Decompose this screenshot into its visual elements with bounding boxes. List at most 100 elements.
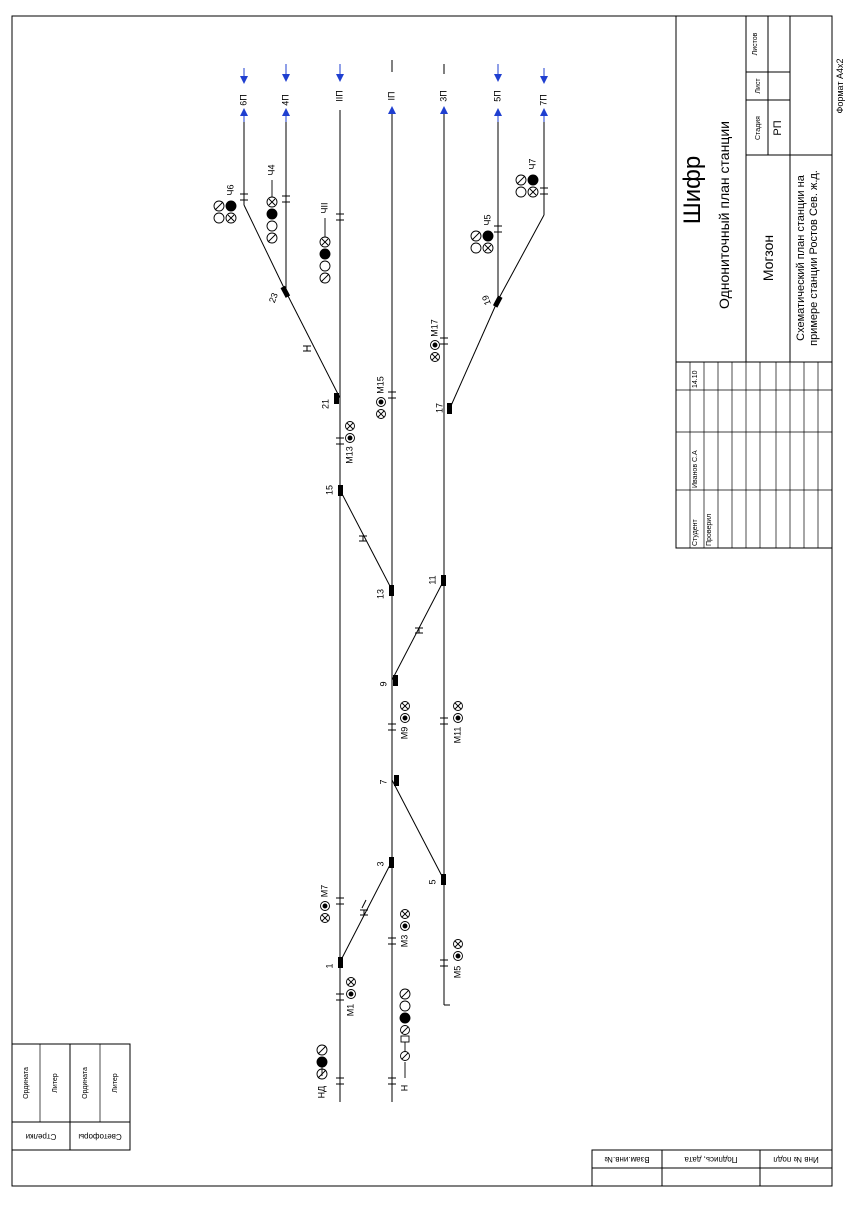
diverge-21-23: [285, 291, 341, 399]
legend-liter-1: Литер: [52, 1073, 59, 1093]
signal-ND-icon: [316, 1044, 328, 1080]
switch-7-label: 7: [378, 779, 388, 784]
legend-ordinate-1: Ордината: [23, 1067, 30, 1099]
signal-M15-icon: [376, 397, 386, 419]
switch-23-label: 23: [267, 291, 280, 304]
signal-M3-icon: [400, 909, 410, 931]
legend-liter-2: Литер: [112, 1073, 119, 1093]
legend-table: Ордината Литер Ордината Литер Стрелки Св…: [11, 1043, 131, 1151]
switch-7-marker: [394, 775, 399, 786]
side-stamp: Инв № подл Подпись, дата Взам.инв.№: [591, 1149, 833, 1187]
stage-value: РП: [772, 120, 784, 135]
signal-M17-icon: [430, 340, 440, 362]
crossover-9-11: [391, 579, 445, 681]
switch-21-marker: [334, 393, 339, 404]
signal-label-N: Н: [399, 1085, 409, 1092]
signal-label-M7: М7: [319, 885, 329, 898]
title-block: Шифр Однониточный план станции Могзон Сх…: [675, 15, 845, 549]
date-value: 14.10: [692, 370, 699, 388]
signal-labels: НД Н М1 М3 М5 М7 М9 М11 М13 М15 М17 ЧII …: [225, 158, 537, 1098]
checked-label: Проверил: [706, 514, 713, 546]
switch-23-marker: [280, 285, 291, 298]
signal-M13-icon: [345, 421, 355, 443]
switch-17-marker: [447, 403, 452, 414]
legend-signals: Светофоры: [78, 1132, 122, 1141]
signal-label-CH7: Ч7: [527, 158, 537, 169]
track-label-7: 7П: [538, 94, 548, 105]
signal-label-CH6: Ч6: [225, 184, 235, 195]
signal-label-ND: НД: [316, 1086, 326, 1099]
diverge-23-6: [243, 204, 287, 293]
cipher-label: Шифр: [679, 156, 706, 225]
switch-9-label: 9: [378, 681, 388, 686]
switch-13-marker: [389, 585, 394, 596]
plan-title: Однониточный план станции: [716, 121, 732, 309]
crossover-7-5: [391, 779, 445, 881]
stage-label: Стадия: [755, 116, 762, 140]
switch-19-label: 19: [480, 294, 493, 307]
switch-11-label: 11: [427, 575, 437, 584]
signal-CH6-icon: [213, 200, 237, 224]
signal-CH5-icon: [470, 230, 494, 254]
signals: [213, 174, 539, 1080]
sheet-frame: [11, 15, 833, 1187]
sheets-label: Листов: [752, 32, 759, 55]
signal-label-M17: М17: [429, 319, 439, 337]
format-label: Формат А4х2: [835, 59, 845, 114]
switch-17-label: 17: [434, 403, 444, 413]
signal-CH2-icon: [319, 218, 331, 284]
switch-markers: [280, 285, 503, 968]
switch-3-label: 3: [375, 861, 385, 866]
description-line2: примере станции Ростов Сев. ж.д.: [808, 170, 820, 346]
track-labels: 6П 4П IIП IП 3П 5П 7П: [238, 90, 548, 105]
switch-1-label: 1: [324, 963, 334, 968]
direction-arrows: [240, 64, 548, 122]
inv-original-label: Инв № подл: [773, 1155, 819, 1164]
diverge-17-19: [449, 299, 499, 409]
legend-ordinate-2: Ордината: [82, 1067, 89, 1099]
sheet-label: Лист: [755, 78, 762, 94]
switch-11-marker: [441, 575, 446, 586]
diverge-19-7: [497, 214, 545, 301]
switch-1-marker: [338, 957, 343, 968]
switch-5-label: 5: [427, 879, 437, 884]
switch-3-marker: [389, 857, 394, 868]
signal-label-CH4: Ч4: [266, 164, 276, 175]
crossover-1-3: [339, 860, 393, 963]
signal-label-CH2: ЧII: [319, 203, 329, 214]
track-label-4: 4П: [280, 94, 290, 105]
signal-M1-icon: [346, 977, 356, 999]
station-name: Могзон: [760, 235, 776, 281]
track-label-1: IП: [386, 92, 396, 101]
track-label-2: IIП: [334, 90, 344, 101]
legend-switches: Стрелки: [26, 1132, 57, 1141]
signal-label-M3: М3: [399, 935, 409, 948]
track-label-3: 3П: [438, 90, 448, 101]
signal-label-M5: М5: [452, 966, 462, 979]
signal-label-M1: М1: [345, 1004, 355, 1017]
signal-label-M9: М9: [399, 727, 409, 740]
signal-label-M15: М15: [375, 376, 385, 394]
track-label-5: 5П: [492, 90, 502, 101]
signal-N-icon: [399, 988, 411, 1078]
signal-M11-icon: [453, 701, 463, 723]
switch-13-label: 13: [375, 589, 385, 599]
student-name: Иванов С.А: [692, 450, 699, 488]
switch-9-marker: [393, 675, 398, 686]
switch-5-marker: [441, 874, 446, 885]
switch-labels: 1 3 5 7 9 11 13 15 17 19 21 23: [267, 291, 493, 968]
replaces-inv-label: Взам.инв.№: [604, 1155, 650, 1164]
signature-date-label: Подпись, дата: [684, 1155, 738, 1164]
student-label: Студент: [692, 519, 699, 546]
signal-label-CH5: Ч5: [482, 214, 492, 225]
insulating-joints: [240, 187, 548, 1085]
signal-CH4-icon: [266, 180, 278, 244]
signal-M7-icon: [320, 901, 330, 923]
signal-label-M11: М11: [452, 727, 462, 744]
signal-label-M13: М13: [344, 446, 354, 464]
signal-M9-icon: [400, 701, 410, 723]
switch-21-label: 21: [320, 399, 330, 409]
switch-15-label: 15: [324, 485, 334, 495]
